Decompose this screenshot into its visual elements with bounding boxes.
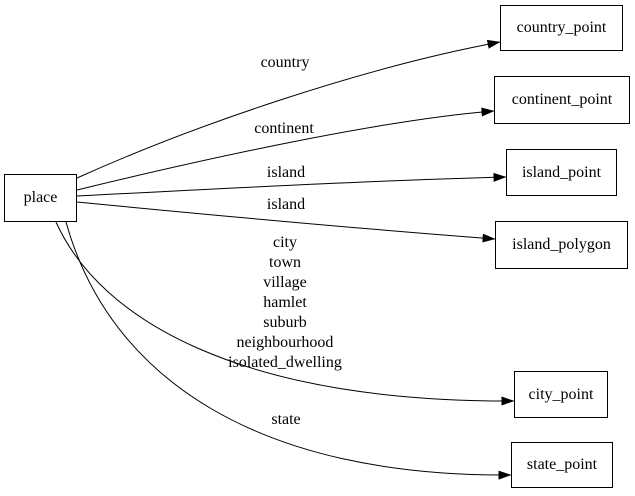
edge-label-island_point: island	[266, 164, 306, 181]
node-continent_point: continent_point	[494, 76, 630, 124]
edge-label-country_point: country	[260, 54, 310, 71]
node-place: place	[4, 174, 77, 222]
edge-label-continent_point: continent	[254, 120, 314, 137]
edge-place-country_point	[76, 39, 501, 179]
node-label: island_polygon	[512, 236, 611, 253]
edge-label-island_polygon: island	[266, 196, 306, 213]
edge-label-city_point: city town village hamlet suburb neighbou…	[228, 234, 342, 371]
edge-label-state_point: state	[271, 411, 301, 428]
node-city_point: city_point	[514, 371, 608, 418]
node-island_polygon: island_polygon	[495, 221, 628, 269]
node-label: continent_point	[511, 91, 613, 108]
edge-place-state_point	[65, 221, 512, 480]
edge-place-island_point	[76, 172, 507, 197]
node-label: state_point	[526, 456, 598, 473]
node-label: island_point	[521, 163, 602, 181]
node-label: country_point	[516, 19, 607, 36]
node-state_point: state_point	[511, 442, 613, 488]
node-country_point: country_point	[500, 5, 623, 51]
edge-place-island_polygon	[76, 201, 496, 243]
node-label: place	[23, 189, 58, 206]
node-island_point: island_point	[506, 149, 617, 196]
node-label: city_point	[528, 385, 594, 403]
edge-place-continent_point	[76, 107, 495, 191]
